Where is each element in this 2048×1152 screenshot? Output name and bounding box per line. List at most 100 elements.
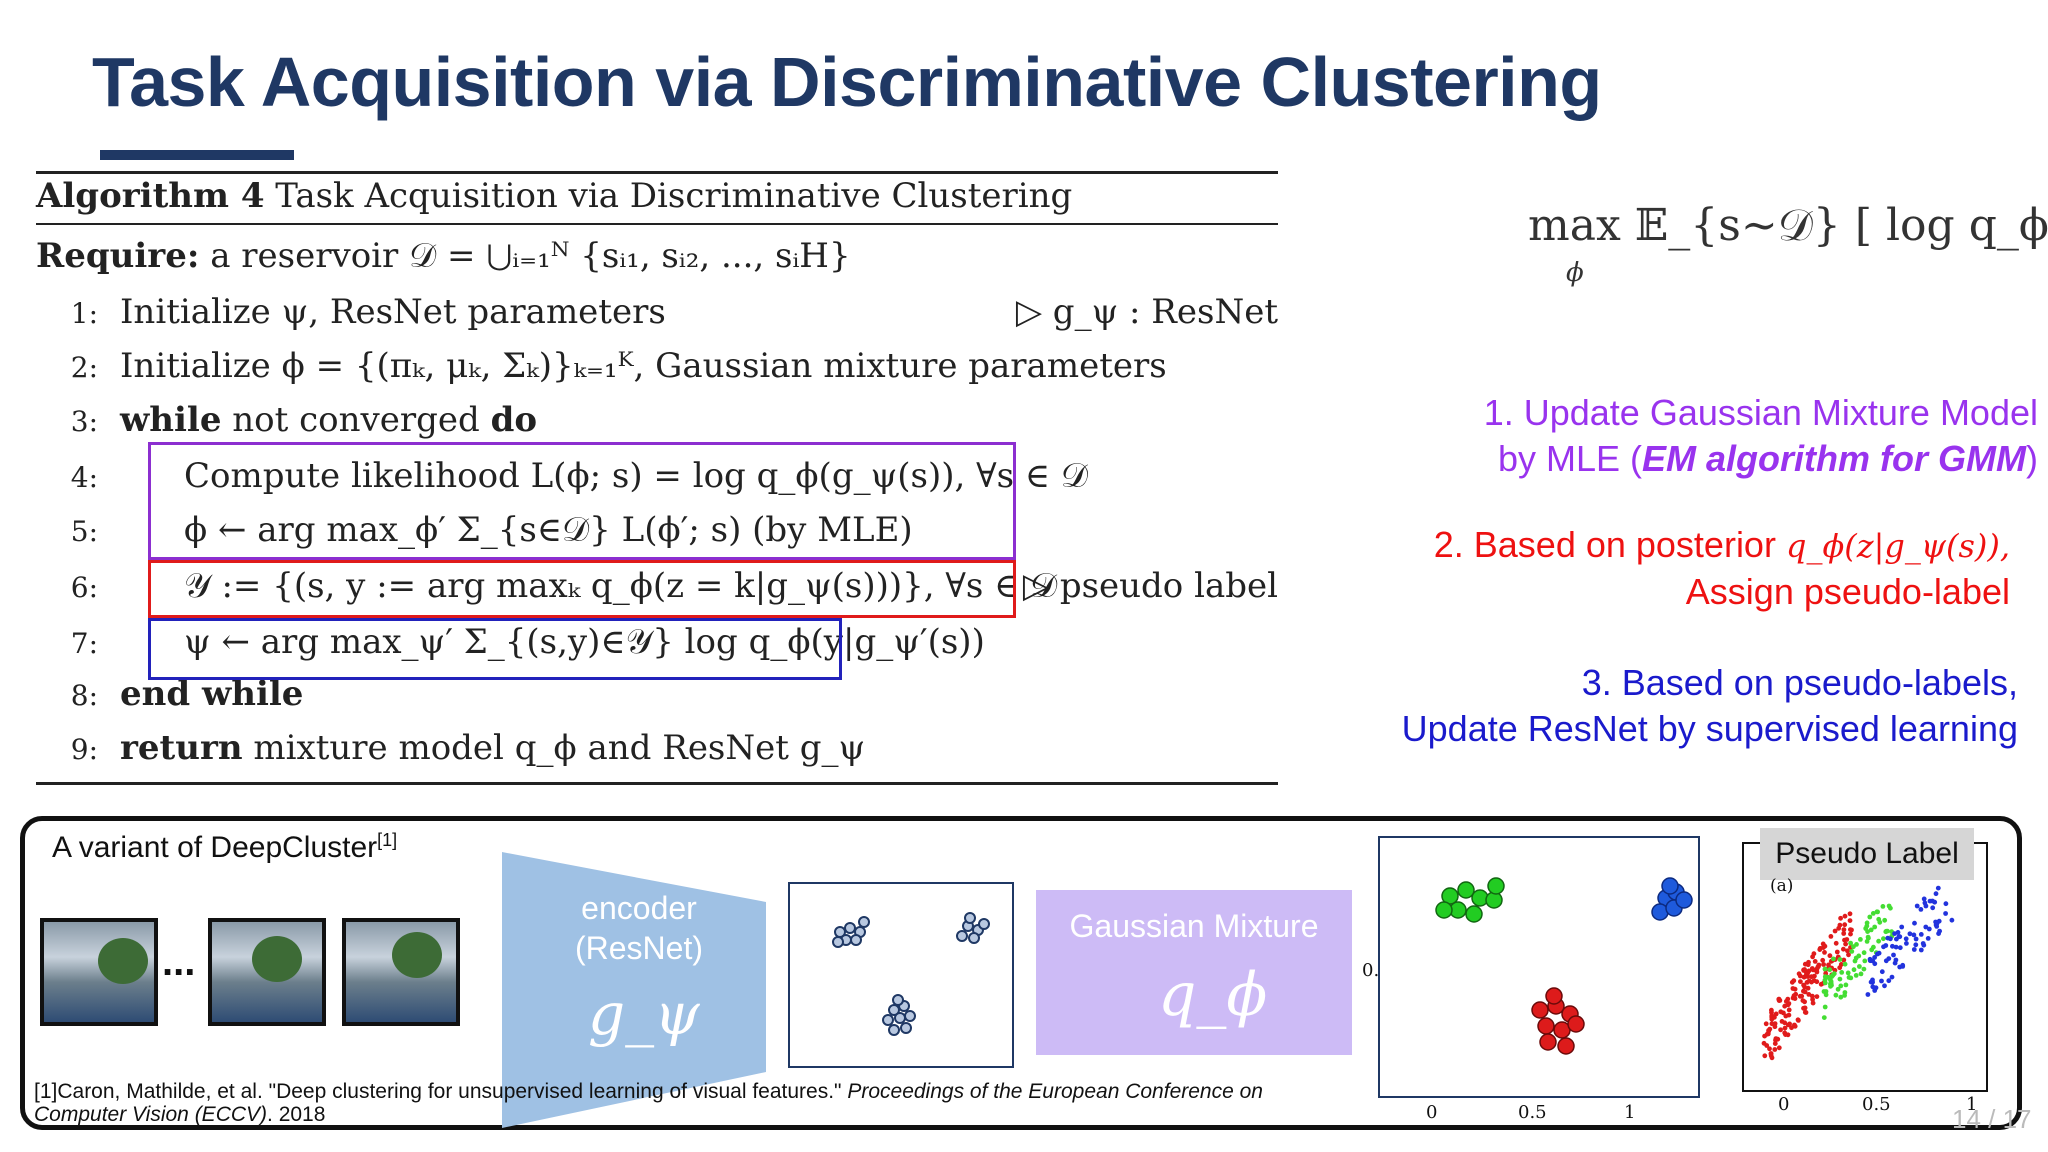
scatter-point (1833, 992, 1839, 998)
citation: [1]Caron, Mathilde, et al. "Deep cluster… (34, 1080, 1334, 1126)
scatter-point (1814, 979, 1820, 985)
pseudo-label-highlight-box (148, 560, 1016, 618)
scatter-point (1783, 999, 1789, 1004)
observation-frame-3 (342, 918, 460, 1026)
scatter-point (1943, 901, 1949, 907)
scatter-point (1821, 1015, 1827, 1020)
line-text: 𝒴 := {(s, y := arg maxₖ q_ϕ(z = k|g_ψ(s)… (184, 566, 1058, 606)
scatter-point (1861, 950, 1867, 956)
scatter-point (1809, 966, 1815, 971)
scatter-point (1927, 898, 1933, 904)
panel-title-text: A variant of DeepCluster (52, 831, 378, 864)
scatter-point (1897, 945, 1903, 951)
scatter-point (1842, 961, 1848, 967)
colored-clusters (1378, 836, 1700, 1098)
embedding-clusters (788, 882, 1014, 1068)
note-1-line-1: 1. Update Gaussian Mixture Model (1483, 392, 2038, 433)
cluster-x-tick-1: 1 (1624, 1102, 1636, 1123)
scatter-point (1858, 937, 1863, 942)
encoder-label-line-1: encoder (581, 890, 697, 926)
line-text: Initialize ψ, ResNet parameters (120, 292, 666, 332)
scatter-point (1828, 983, 1833, 989)
note-1-text: by MLE ( (1497, 438, 1643, 479)
scatter-point (1810, 954, 1815, 960)
scatter-point (1778, 1027, 1783, 1033)
cluster-x-tick-0: 0 (1426, 1102, 1438, 1123)
algorithm-line-9: 9:return mixture model q_ϕ and ResNet g_… (36, 728, 1278, 768)
scatter-point (1880, 904, 1886, 909)
scatter-point (1875, 909, 1880, 915)
citation-year: . 2018 (267, 1103, 326, 1126)
scatter-point (1769, 1055, 1775, 1061)
scatter-point (1776, 996, 1782, 1002)
note-3-line-1: 3. Based on pseudo-labels, (1581, 662, 2018, 703)
scatter-point (1926, 926, 1932, 932)
mle-highlight-box (148, 442, 1016, 560)
line-number: 1: (70, 297, 98, 330)
scatter-point (1899, 924, 1905, 930)
scatter-point (1893, 957, 1899, 963)
line-text: ϕ ← arg max_ϕ′ Σ_{s∈𝒟} L(ϕ′; s) (by MLE) (184, 510, 913, 550)
scatter-point (1870, 911, 1876, 916)
scatter-point (1792, 1023, 1798, 1029)
scatter-point (1930, 905, 1936, 911)
scatter-point (1778, 1009, 1784, 1015)
scatter-x-tick-1: 1 (1966, 1094, 1978, 1115)
scatter-point (1867, 914, 1873, 920)
scatter-point (1841, 957, 1847, 963)
note-update-gmm: 1. Update Gaussian Mixture Model by MLE … (1484, 390, 2038, 482)
scatter-point (1767, 1046, 1772, 1052)
scatter-point (1857, 964, 1862, 969)
line-number: 8: (70, 679, 98, 712)
scatter-point (1797, 993, 1803, 999)
scatter-point (1822, 974, 1828, 980)
scatter-point (1891, 952, 1896, 958)
encoder-label: encoder (ResNet) (524, 888, 754, 968)
scatter-point (1845, 970, 1851, 976)
scatter-point (1814, 969, 1820, 975)
note-2-text: 2. Based on posterior (1433, 524, 1786, 565)
scatter-point (1776, 1045, 1782, 1051)
scatter-point (1949, 917, 1955, 923)
scatter-point (1871, 944, 1876, 950)
scatter-point (1831, 956, 1836, 962)
cluster-y-tick: 0. (1362, 960, 1380, 981)
scatter-point (1764, 1031, 1770, 1037)
scatter-point (1892, 931, 1897, 936)
scatter-point (1782, 1020, 1788, 1026)
note-update-resnet: 3. Based on pseudo-labels, Update ResNet… (1402, 660, 2018, 752)
scatter-point (1858, 971, 1864, 977)
scatter-point (1838, 994, 1844, 1000)
keyword-end-while: end while (120, 674, 304, 714)
scatter-point (1883, 929, 1889, 935)
line-text: ψ ← arg max_ψ′ Σ_{(s,y)∈𝒴} log q_ϕ(y|g_ψ… (184, 622, 985, 662)
scatter-point (1790, 986, 1796, 991)
scatter-point (1864, 923, 1870, 929)
keyword-return: return (120, 728, 243, 768)
resnet-highlight-box (148, 618, 842, 680)
scatter-point (1907, 931, 1913, 937)
algorithm-header-title: Task Acquisition via Discriminative Clus… (275, 176, 1073, 216)
scatter-point (1801, 982, 1806, 988)
panel-title: A variant of DeepCluster[1] (52, 830, 397, 865)
scatter-point (1782, 1030, 1788, 1036)
citation-venue: Proceedings of the European Conference o… (34, 1080, 1263, 1126)
scatter-point (1848, 931, 1853, 937)
scatter-point (1841, 931, 1847, 936)
gmm-symbol: q_ϕ (1158, 960, 1268, 1030)
scatter-point (1786, 1007, 1792, 1013)
gmm-label: Gaussian Mixture (1069, 908, 1319, 944)
scatter-point (1773, 1011, 1779, 1017)
scatter-point (1853, 973, 1859, 978)
scatter-point (1800, 998, 1806, 1003)
scatter-point (1832, 928, 1838, 934)
scatter-point (1805, 974, 1810, 979)
scatter-point (1872, 955, 1877, 960)
scatter-point (1872, 961, 1878, 967)
scatter-point (1845, 948, 1850, 954)
line-text: Compute likelihood L(ϕ; s) = log q_ϕ(g_ψ… (184, 456, 1088, 496)
scatter-point (1881, 936, 1886, 942)
note-2-line-1: 2. Based on posterior q_ϕ(z|g_ψ(s)), (1434, 522, 2010, 569)
algorithm-line-1: 1:Initialize ψ, ResNet parameters ▷ g_ψ … (36, 292, 1278, 332)
scatter-point (1868, 927, 1874, 933)
